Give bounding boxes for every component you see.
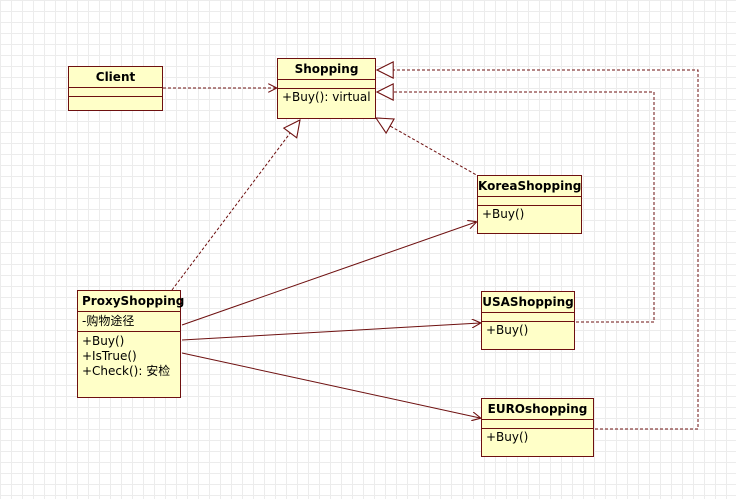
realization-usa-shopping <box>377 92 655 323</box>
class-client-operations <box>69 96 162 105</box>
realization-proxy-shopping <box>171 120 300 291</box>
association-proxy-usa <box>181 323 480 341</box>
operation-buy: +Buy() <box>482 207 525 221</box>
operation-buy: +Buy(): virtual <box>282 90 371 104</box>
operation-buy: +Buy() <box>486 430 529 444</box>
attribute-shopping-channel: -购物途径 <box>82 314 135 328</box>
class-usa-operations: +Buy() <box>482 321 574 339</box>
class-euro-operations: +Buy() <box>482 428 593 446</box>
class-proxy-operations: +Buy() +IsTrue() +Check(): 安检 <box>78 331 180 381</box>
class-shopping-name: Shopping <box>294 62 359 76</box>
class-proxy-attributes: -购物途径 <box>78 311 180 331</box>
realization-euro-shopping <box>377 70 699 430</box>
class-usa-attributes <box>482 312 574 321</box>
class-client[interactable]: Client <box>68 66 163 111</box>
class-shopping[interactable]: Shopping +Buy(): virtual <box>277 58 376 119</box>
operation-buy: +Buy() <box>82 334 125 348</box>
class-euro-shopping[interactable]: EUROshopping +Buy() <box>481 398 594 457</box>
class-korea-attributes <box>478 196 581 205</box>
class-usa-name: USAShopping <box>482 295 574 309</box>
operation-check: +Check(): 安检 <box>82 364 171 378</box>
class-client-name: Client <box>95 70 136 84</box>
class-shopping-attributes <box>278 79 375 88</box>
class-euro-attributes <box>482 419 593 428</box>
operation-is-true: +IsTrue() <box>82 349 137 363</box>
realization-korea-shopping <box>376 118 481 178</box>
class-client-attributes <box>69 87 162 96</box>
class-korea-operations: +Buy() <box>478 205 581 223</box>
class-korea-name: KoreaShopping <box>478 179 582 193</box>
class-shopping-operations: +Buy(): virtual <box>278 88 375 106</box>
association-proxy-euro <box>181 352 480 418</box>
association-proxy-korea <box>181 222 476 326</box>
class-usa-shopping[interactable]: USAShopping +Buy() <box>481 291 575 350</box>
class-proxy-shopping[interactable]: ProxyShopping -购物途径 +Buy() +IsTrue() +Ch… <box>77 290 185 398</box>
class-proxy-name: ProxyShopping <box>82 294 185 308</box>
class-korea-shopping[interactable]: KoreaShopping +Buy() <box>477 175 582 234</box>
operation-buy: +Buy() <box>486 323 529 337</box>
class-euro-name: EUROshopping <box>487 402 588 416</box>
